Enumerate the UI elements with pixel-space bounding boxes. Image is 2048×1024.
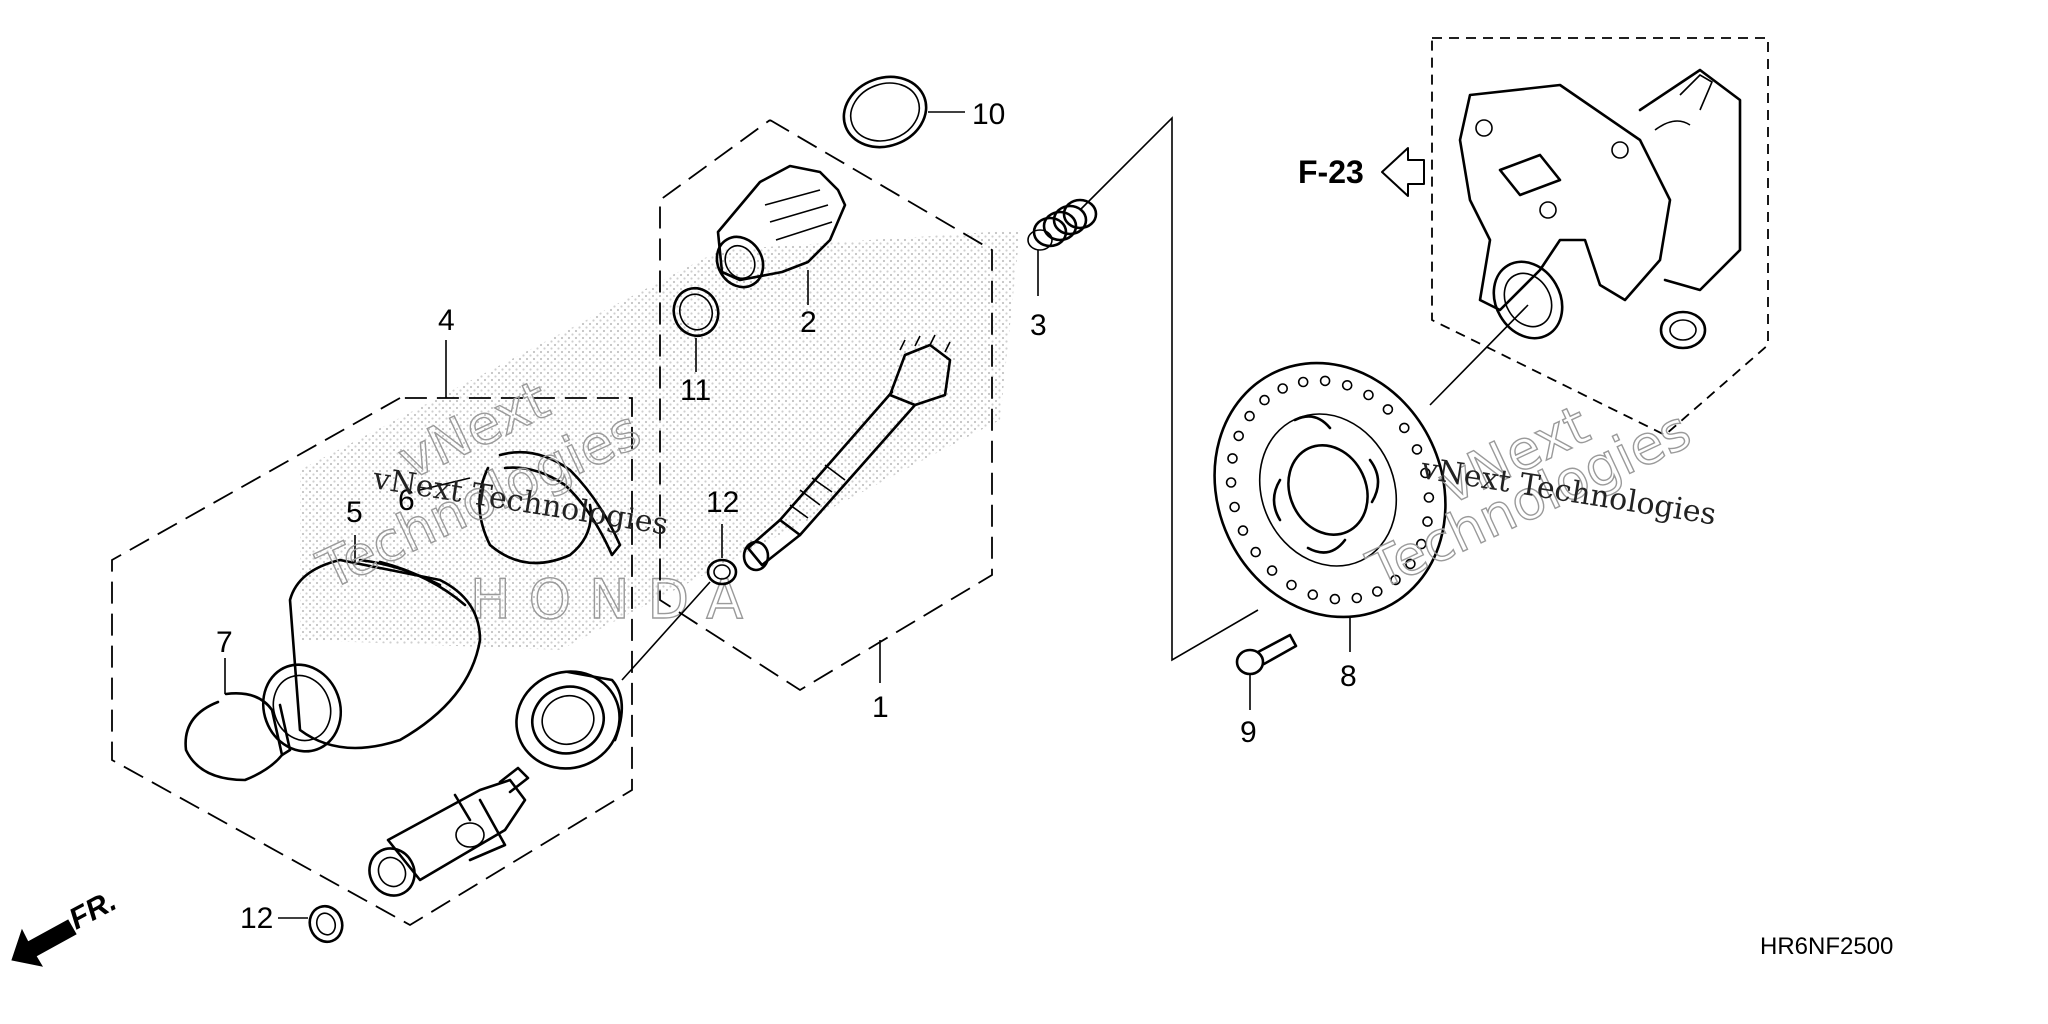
watermark-right: vNext Technologies vNext Technologies bbox=[1357, 392, 1718, 603]
disc-hole bbox=[1422, 516, 1433, 527]
callout-6: 6 bbox=[398, 484, 415, 517]
callout-5: 5 bbox=[346, 496, 363, 529]
disc-hole bbox=[1319, 375, 1331, 387]
front-indicator: FR. bbox=[11, 884, 122, 967]
reference-arrow-icon bbox=[1381, 147, 1425, 197]
callout-10: 10 bbox=[972, 98, 1005, 131]
bolt-9 bbox=[1235, 633, 1298, 710]
collar-2 bbox=[715, 164, 847, 305]
diagram-code: HR6NF2500 bbox=[1760, 933, 1893, 960]
callout-3: 3 bbox=[1030, 309, 1047, 342]
reference-f23: F-23 bbox=[1298, 147, 1425, 197]
disc-hole bbox=[1250, 546, 1261, 558]
disc-hole bbox=[1227, 453, 1238, 464]
o-ring-10 bbox=[842, 75, 965, 149]
disc-hole bbox=[1390, 574, 1401, 586]
callout-1: 1 bbox=[872, 691, 889, 724]
disc-hole bbox=[1329, 593, 1341, 605]
disc-hole bbox=[1399, 422, 1410, 434]
disc-hole bbox=[1420, 467, 1431, 479]
callout-11: 11 bbox=[680, 374, 711, 407]
disc-hole bbox=[1363, 389, 1374, 401]
hub-knuckle bbox=[1458, 68, 1742, 350]
watermark-brand: HONDA bbox=[470, 568, 761, 631]
disc-hole bbox=[1277, 383, 1288, 394]
group-box-1 bbox=[659, 119, 993, 692]
disc-hole bbox=[1423, 492, 1435, 503]
disc-hole bbox=[1405, 558, 1416, 570]
callout-12-lower: 12 bbox=[240, 902, 273, 935]
callout-2: 2 bbox=[800, 306, 817, 339]
disc-hole bbox=[1229, 501, 1240, 513]
group-box-hub bbox=[1431, 37, 1769, 437]
clamp-7 bbox=[184, 658, 292, 782]
bearing bbox=[515, 670, 624, 770]
shaft-1 bbox=[742, 334, 952, 572]
disc-hole bbox=[1266, 565, 1278, 576]
group-box-4 bbox=[111, 397, 633, 927]
front-arrow-icon bbox=[11, 919, 77, 967]
disc-hole bbox=[1297, 376, 1309, 388]
brake-disc-8 bbox=[1213, 361, 1447, 652]
disc-hole bbox=[1351, 592, 1363, 604]
callout-7: 7 bbox=[216, 626, 233, 659]
callout-9: 9 bbox=[1240, 716, 1257, 749]
disc-hole bbox=[1233, 430, 1244, 442]
disc-hole bbox=[1286, 579, 1297, 591]
disc-hole bbox=[1372, 586, 1383, 597]
disc-hole bbox=[1411, 444, 1423, 455]
band-6 bbox=[419, 450, 622, 565]
washer-12-upper bbox=[621, 524, 738, 681]
disc-hole bbox=[1259, 394, 1270, 406]
disc-hole bbox=[1307, 589, 1319, 601]
disc-hole bbox=[1225, 477, 1237, 488]
spring-3 bbox=[1027, 198, 1098, 296]
washer-12-lower bbox=[278, 904, 344, 944]
callout-8: 8 bbox=[1340, 660, 1357, 693]
disc-hole bbox=[1341, 379, 1353, 391]
universal-joint bbox=[368, 766, 530, 897]
o-ring-11 bbox=[672, 286, 720, 372]
disc-hole bbox=[1237, 525, 1249, 536]
disc-hole bbox=[1416, 538, 1427, 550]
boot-5 bbox=[261, 535, 482, 753]
reference-label: F-23 bbox=[1298, 154, 1364, 190]
disc-hole bbox=[1382, 404, 1394, 415]
disc-hole bbox=[1244, 410, 1255, 422]
callout-12-upper: 12 bbox=[706, 486, 739, 519]
callout-4: 4 bbox=[438, 304, 455, 337]
